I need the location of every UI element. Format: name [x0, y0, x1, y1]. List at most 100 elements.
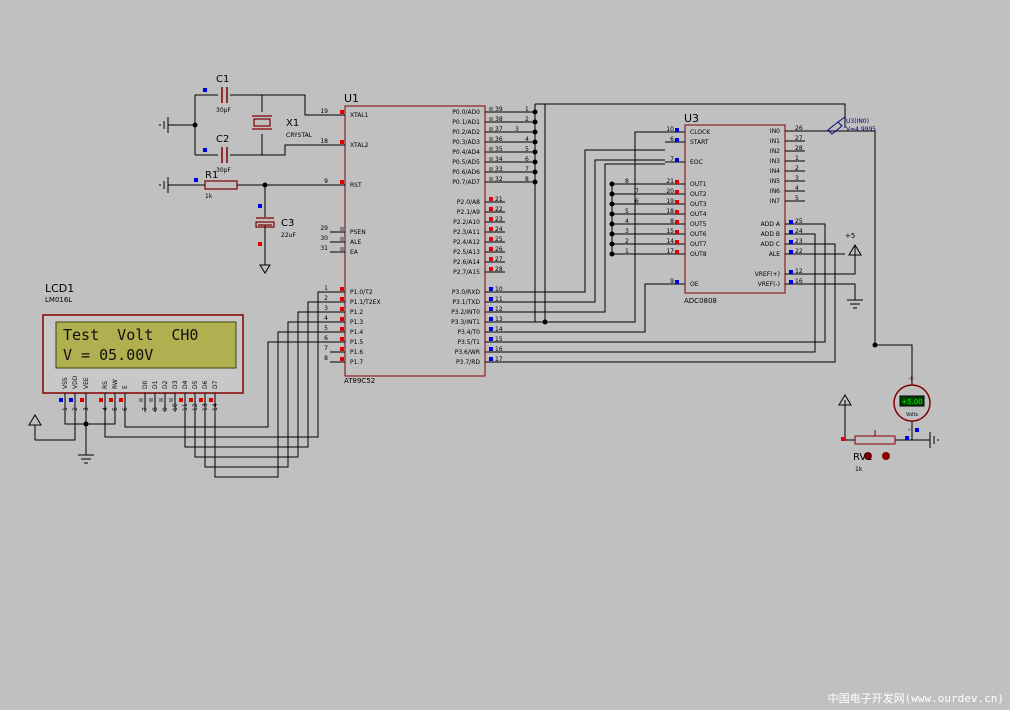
- u1-pin-number: 7: [324, 345, 328, 352]
- u3-pin-number: 15: [666, 228, 674, 235]
- u3-pin-number: 2: [795, 165, 799, 172]
- u1-pin-number: 19: [320, 108, 328, 115]
- potentiometer-rv1[interactable]: [841, 430, 896, 460]
- u3-pin-marker: [789, 280, 793, 284]
- lcd-pin-label: D6: [202, 380, 209, 389]
- u3-pin-number: 4: [795, 185, 799, 192]
- plus5-label: +5: [845, 232, 855, 240]
- u3-pin-number: 17: [666, 248, 674, 255]
- u3-pin-label: IN1: [770, 138, 780, 145]
- u3-pin-label: IN3: [770, 158, 780, 165]
- u1-pin-number: 17: [495, 356, 503, 363]
- voltage-probe-icon[interactable]: [827, 116, 846, 135]
- resistor-r1[interactable]: [204, 180, 238, 190]
- u1-pin-number: 18: [320, 138, 328, 145]
- u3-pin-number: 6: [670, 136, 674, 143]
- u1-pin-number: 2: [324, 295, 328, 302]
- u1-pin-number: 29: [320, 225, 328, 232]
- u3-pin-marker: [789, 230, 793, 234]
- c3-ref: C3: [281, 218, 294, 229]
- u1-pin-number: 13: [495, 316, 503, 323]
- u1-left-pins: 19XTAL118XTAL29RST29PSEN30ALE31EA1P1.0/T…: [320, 108, 380, 366]
- u1-pin-number: 5: [324, 325, 328, 332]
- power-symbol-lcd: [28, 414, 42, 440]
- u1-pin-marker: [489, 327, 493, 331]
- u1-pin-marker: [489, 347, 493, 351]
- u3-pin-label: START: [690, 139, 709, 146]
- u1-pin-label: XTAL1: [350, 112, 369, 119]
- u3-pin-label: ADD B: [761, 231, 780, 238]
- u1-pin-number: 4: [324, 315, 328, 322]
- u1-pin-marker: [489, 197, 493, 201]
- u1-pin-label: P0.7/AD7: [452, 179, 480, 186]
- lcd-pin-number: 8: [152, 407, 159, 411]
- u3-pin-label: OUT7: [690, 241, 707, 248]
- lcd-ref: LCD1: [45, 282, 74, 295]
- u3-pin-number: 14: [666, 238, 674, 245]
- u3-pin-number: 26: [795, 125, 803, 132]
- u3-body[interactable]: [684, 124, 786, 294]
- u3-pin-number: 23: [795, 238, 803, 245]
- u1-pin-number: 6: [324, 335, 328, 342]
- u1-pin-number: 10: [495, 286, 503, 293]
- u1-pin-marker: [489, 137, 493, 141]
- capacitor-c3[interactable]: [255, 217, 275, 228]
- lcd-pin-marker: [119, 398, 123, 402]
- u3-pin-marker: [789, 240, 793, 244]
- lcd-pin-label: VSS: [62, 377, 69, 389]
- u3-pin-label: IN6: [770, 188, 780, 195]
- lcd-line2: V = 05.00V: [63, 346, 153, 364]
- u3-pin-number: 27: [795, 135, 803, 142]
- u1-part: AT89C52: [344, 377, 375, 385]
- u1-bus-label: 8: [525, 176, 529, 183]
- u1-pin-marker: [489, 287, 493, 291]
- u1-pin-label: RST: [350, 182, 362, 189]
- u3-pin-label: ADD C: [761, 241, 780, 248]
- u1-pin-number: 35: [495, 146, 503, 153]
- u1-pin-number: 22: [495, 206, 503, 213]
- u1-pin-number: 25: [495, 236, 503, 243]
- capacitor-c2[interactable]: [203, 147, 228, 163]
- u1-pin-marker: [489, 247, 493, 251]
- u3-pin-number: 9: [670, 278, 674, 285]
- voltmeter-display: +5.00: [901, 398, 922, 406]
- lcd-pin-label: D0: [142, 380, 149, 389]
- u3-bus-label: 6: [635, 198, 639, 205]
- u1-pin-label: P2.0/A8: [457, 199, 480, 206]
- u3-pin-marker: [675, 250, 679, 254]
- u3-pin-label: OUT4: [690, 211, 707, 218]
- u1-pin-number: 9: [324, 178, 328, 185]
- lcd-pin-marker: [149, 398, 153, 402]
- rv1-value: 1k: [855, 466, 863, 473]
- u3-pin-marker: [675, 190, 679, 194]
- u3-bus-label: 4: [625, 218, 629, 225]
- u1-pin-marker: [340, 110, 344, 114]
- u1-pin-label: PSEN: [350, 229, 366, 236]
- capacitor-c1[interactable]: [203, 87, 228, 103]
- u3-pin-label: CLOCK: [690, 129, 711, 136]
- u1-pin-number: 31: [320, 245, 328, 252]
- lcd-pin-number: 4: [102, 407, 109, 411]
- u1-pin-number: 3: [324, 305, 328, 312]
- u3-pin-number: 24: [795, 228, 803, 235]
- u1-pin-number: 24: [495, 226, 503, 233]
- u1-pin-label: P2.7/A15: [453, 269, 480, 276]
- ground-symbol-left-1: [159, 117, 169, 133]
- u1-pin-number: 16: [495, 346, 503, 353]
- u1-body[interactable]: [344, 105, 486, 377]
- crystal-x1[interactable]: [252, 115, 272, 130]
- lcd-pin-number: 6: [122, 407, 129, 411]
- lcd-pin-marker: [189, 398, 193, 402]
- u1-bus-label: 7: [525, 166, 529, 173]
- u1-pin-number: 12: [495, 306, 503, 313]
- u1-pin-marker: [340, 227, 344, 231]
- lcd-pin-label: RS: [102, 381, 109, 389]
- u1-bus-label: 1: [525, 106, 529, 113]
- u1-pin-marker: [489, 107, 493, 111]
- lcd-pin-marker: [159, 398, 163, 402]
- voltmeter[interactable]: [893, 384, 931, 422]
- u3-pin-label: IN0: [770, 128, 780, 135]
- u3-pin-label: OE: [690, 281, 699, 288]
- ground-symbol-lcd: [78, 454, 94, 464]
